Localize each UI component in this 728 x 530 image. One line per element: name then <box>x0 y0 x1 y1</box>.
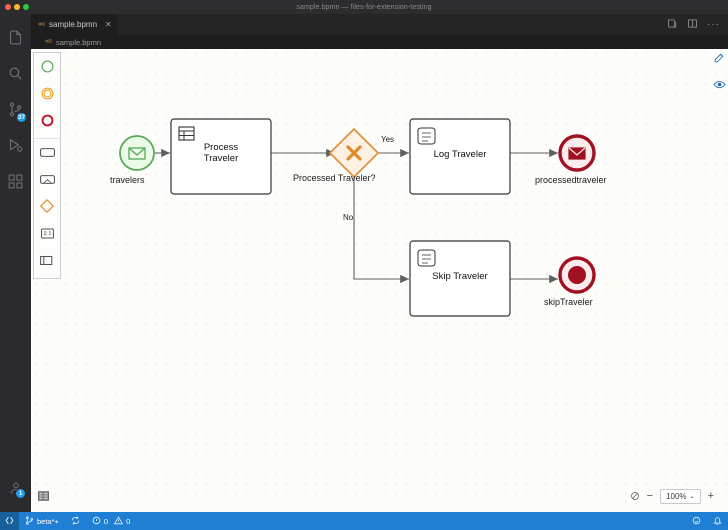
window-title: sample.bpmn — files-for-extension-testin… <box>296 3 432 11</box>
breadcrumb[interactable]: sample.bpmn <box>31 35 728 49</box>
flow-gateway-no <box>353 171 409 284</box>
flow-label-no: No <box>343 213 354 222</box>
label-gateway: Processed Traveler? <box>293 173 376 183</box>
editor-actions: ··· <box>667 14 728 35</box>
sidebar-item-run-and-debug[interactable] <box>0 130 31 166</box>
sidebar-item-extensions[interactable] <box>0 166 31 202</box>
node-start-event[interactable] <box>119 135 155 171</box>
status-error-count: 0 <box>103 516 109 526</box>
status-sync[interactable] <box>65 512 86 530</box>
node-skip-traveler[interactable] <box>409 240 511 317</box>
node-process-traveler[interactable] <box>170 118 272 195</box>
eye-icon[interactable] <box>713 78 726 96</box>
gateway-icon <box>39 198 55 219</box>
label-end-terminate: skipTraveler <box>544 297 593 307</box>
node-gateway[interactable] <box>328 127 380 179</box>
sidebar-item-accounts[interactable]: 1 <box>0 472 31 508</box>
source-control-icon <box>7 101 24 123</box>
label-start-event: travelers <box>110 175 145 185</box>
palette-group-events <box>34 53 60 139</box>
minimize-window-button[interactable] <box>14 4 20 10</box>
status-remote-indicator[interactable] <box>0 512 19 530</box>
subprocess-tool[interactable] <box>34 168 60 195</box>
sync-icon <box>71 516 80 527</box>
tab-sample-bpmn[interactable]: sample.bpmn ✕ <box>31 14 119 35</box>
task-icon <box>39 146 56 164</box>
node-end-terminate[interactable] <box>558 256 596 294</box>
participant-pool-icon <box>39 254 55 272</box>
sidebar-item-source-control[interactable]: 37 <box>0 94 31 130</box>
search-icon <box>7 65 24 87</box>
zoom-controls: − 100% ⌄ + <box>630 489 714 504</box>
chevron-down-icon: ⌄ <box>689 494 695 500</box>
reset-zoom-icon[interactable] <box>630 491 640 503</box>
bpmn-editor: travelers Process Traveler Processed Tra… <box>31 49 728 512</box>
status-branch[interactable]: beta*+ <box>19 512 65 530</box>
accounts-badge: 1 <box>15 488 26 499</box>
ellipsis-icon[interactable]: ··· <box>707 19 720 30</box>
extensions-icon <box>7 173 24 195</box>
status-notifications[interactable] <box>707 512 728 530</box>
remote-icon <box>5 516 14 527</box>
status-branch-label: beta*+ <box>37 516 59 526</box>
sidebar-item-explorer[interactable] <box>0 22 31 58</box>
bell-icon <box>713 516 722 527</box>
end-event-icon <box>40 113 55 133</box>
flow-label-yes: Yes <box>381 135 395 144</box>
zoom-level-value: 100% <box>666 492 687 501</box>
bpmn-file-icon <box>45 37 52 47</box>
bpmn-palette <box>33 52 61 279</box>
status-bar: beta*+ 0 0 <box>0 512 728 530</box>
sidebar-item-search[interactable] <box>0 58 31 94</box>
window-controls[interactable] <box>0 4 29 10</box>
status-bar-right <box>686 512 728 530</box>
close-window-button[interactable] <box>5 4 11 10</box>
files-icon <box>7 29 24 51</box>
smiley-icon <box>692 516 701 527</box>
zoom-level-select[interactable]: 100% ⌄ <box>660 489 701 504</box>
status-warning-count: 0 <box>126 516 131 526</box>
editor-side-tools <box>713 51 726 96</box>
data-store-icon <box>40 227 55 245</box>
breadcrumb-path: sample.bpmn <box>56 37 102 47</box>
title-bar: sample.bpmn — files-for-extension-testin… <box>0 0 728 14</box>
bpmn-file-icon <box>38 20 45 30</box>
zoom-out-button[interactable]: − <box>646 490 654 502</box>
maximize-window-button[interactable] <box>23 4 29 10</box>
split-editor-icon[interactable] <box>687 16 698 34</box>
subprocess-icon <box>39 173 56 191</box>
branch-icon <box>25 515 34 527</box>
minimap-toggle[interactable] <box>38 488 49 506</box>
run-debug-icon <box>7 137 24 159</box>
open-changes-icon[interactable] <box>667 16 678 34</box>
gateway-tool[interactable] <box>34 195 60 222</box>
pencil-icon[interactable] <box>713 51 726 69</box>
start-event-icon <box>40 59 55 79</box>
end-event-tool[interactable] <box>34 109 60 136</box>
editor-tab-bar: sample.bpmn ✕ ··· <box>31 14 728 35</box>
participant-tool[interactable] <box>34 249 60 276</box>
bpmn-canvas[interactable]: travelers Process Traveler Processed Tra… <box>31 49 728 512</box>
palette-group-activities <box>34 139 60 278</box>
warning-icon <box>114 515 124 527</box>
zoom-in-button[interactable]: + <box>707 490 714 502</box>
source-control-badge: 37 <box>16 112 27 123</box>
intermediate-event-icon <box>40 86 55 106</box>
tab-label: sample.bpmn <box>49 20 98 29</box>
data-object-tool[interactable] <box>34 222 60 249</box>
close-icon[interactable]: ✕ <box>105 20 112 29</box>
bpmn-diagram <box>119 118 596 317</box>
start-event-tool[interactable] <box>34 55 60 82</box>
node-log-traveler[interactable] <box>409 118 511 195</box>
status-problems[interactable]: 0 0 <box>86 512 136 530</box>
error-icon <box>92 516 101 527</box>
task-tool[interactable] <box>34 141 60 168</box>
node-end-message[interactable] <box>558 134 596 172</box>
intermediate-event-tool[interactable] <box>34 82 60 109</box>
activity-bar: 37 1 <box>0 14 31 512</box>
status-feedback[interactable] <box>686 512 707 530</box>
minimap-icon <box>38 488 49 505</box>
label-end-message: processedtraveler <box>535 175 607 185</box>
